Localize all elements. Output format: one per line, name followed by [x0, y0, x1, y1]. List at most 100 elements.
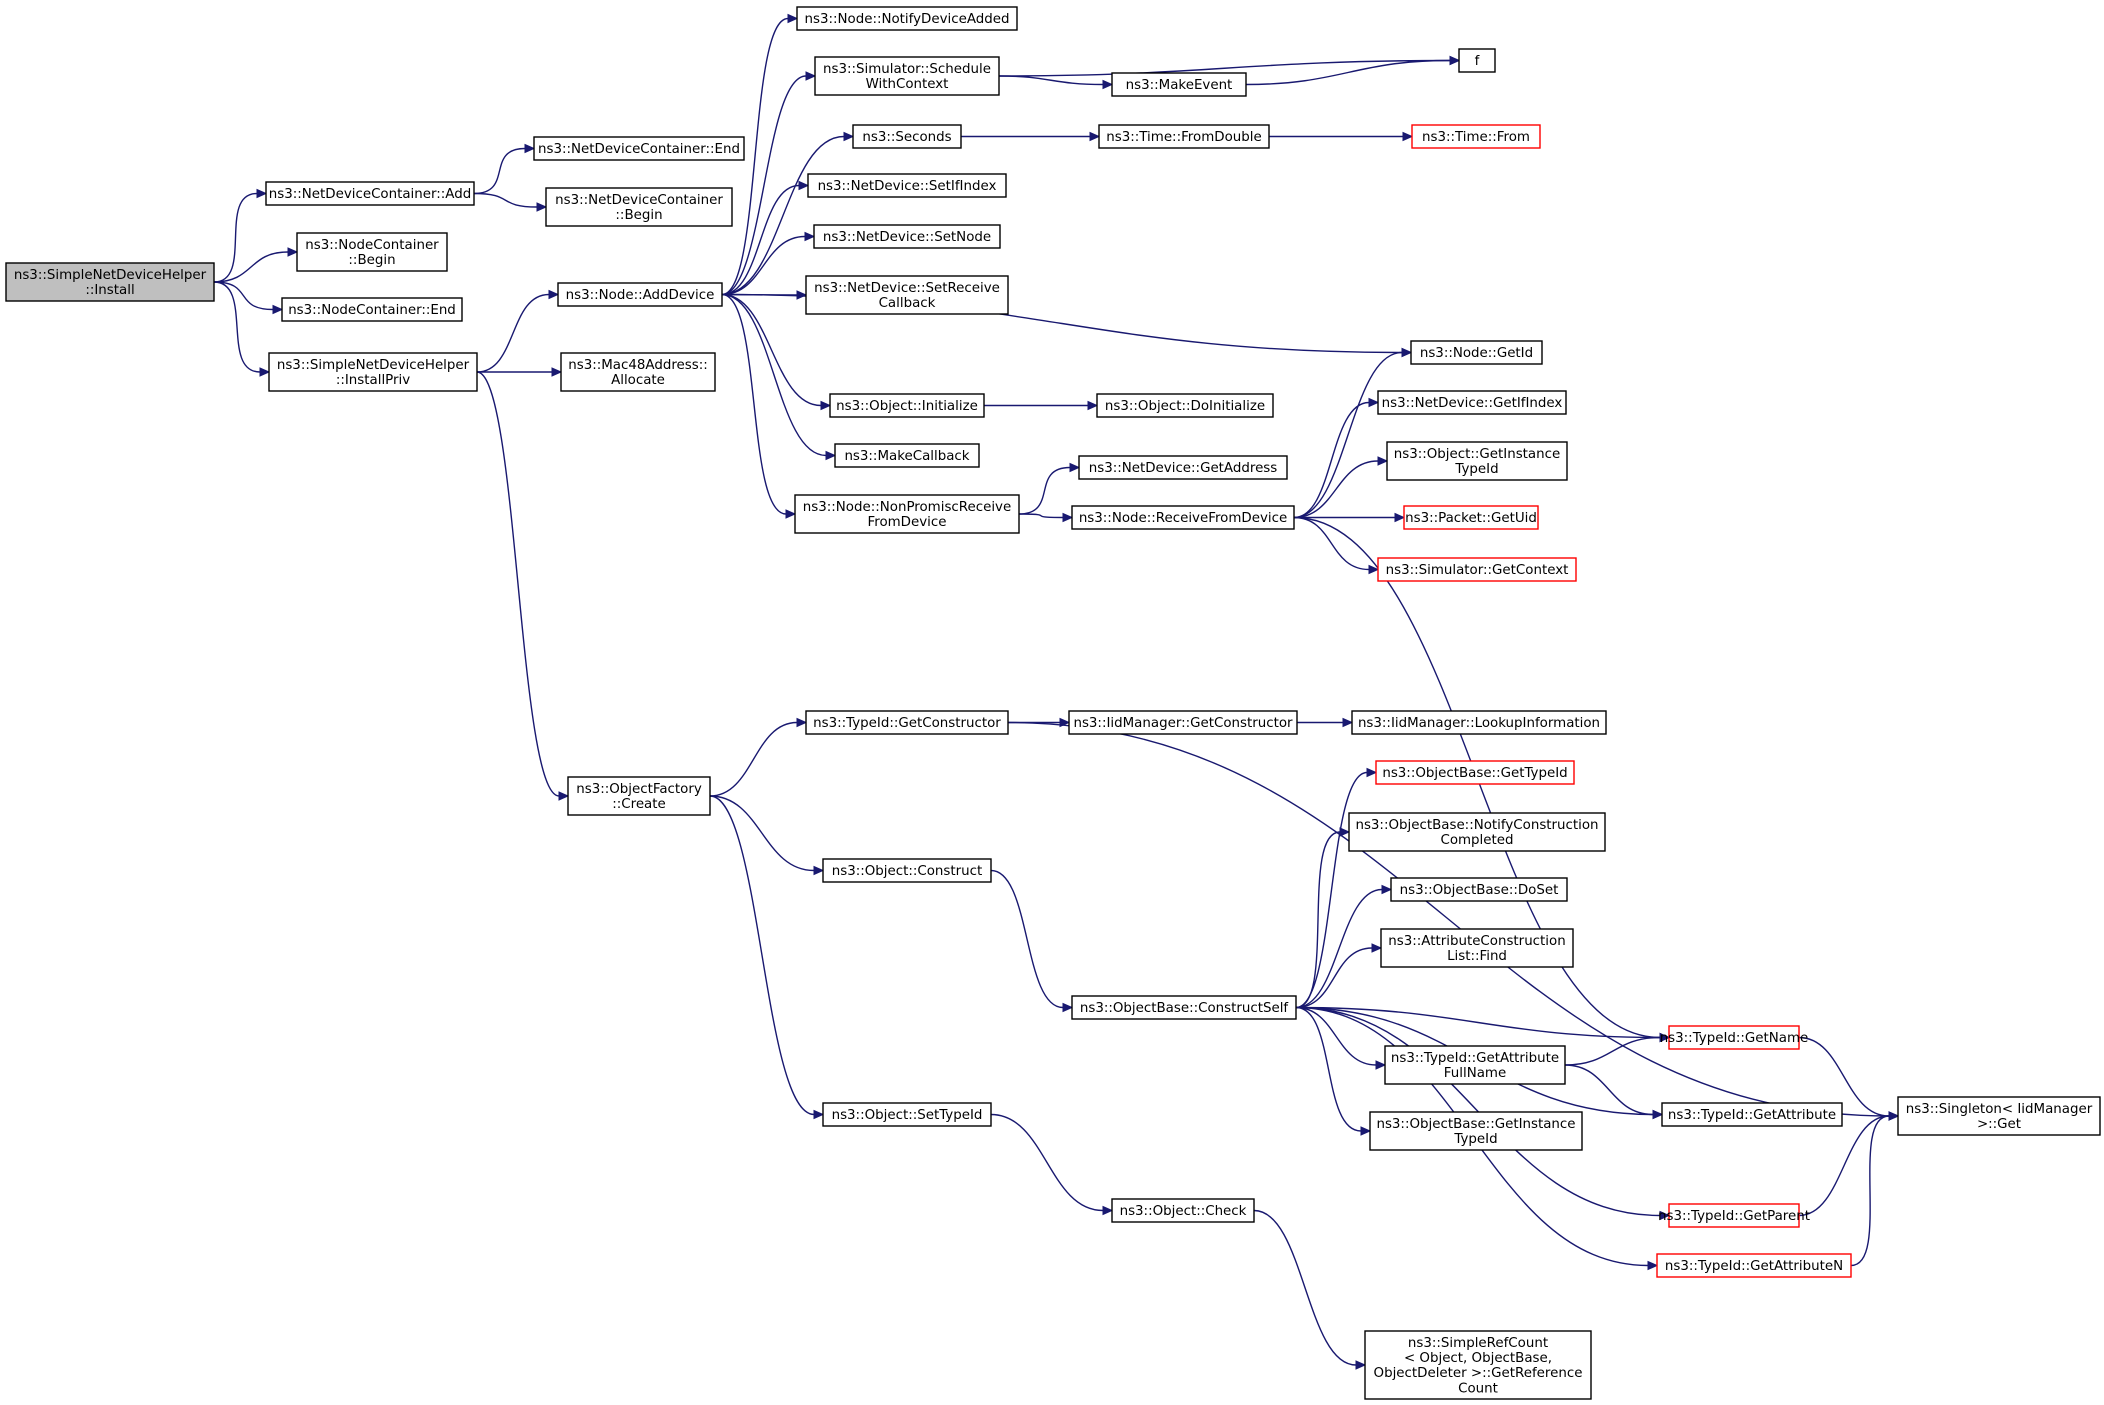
arrowhead [1659, 1032, 1671, 1043]
node-makecallback[interactable]: ns3::MakeCallback [834, 443, 980, 468]
edge-ndcadd-to-ndcend [473, 143, 536, 195]
node-box [1098, 124, 1270, 149]
node-timefrom[interactable]: ns3::Time::From [1411, 124, 1541, 149]
node-label: ns3::Object::Construct [832, 864, 983, 879]
edge-line [213, 281, 261, 373]
edge-line [998, 59, 1451, 77]
node-objcheck[interactable]: ns3::Object::Check [1111, 1198, 1255, 1223]
arrowhead [1062, 1002, 1074, 1013]
node-timefromdouble[interactable]: ns3::Time::FromDouble [1098, 124, 1270, 149]
node-label: ns3::ObjectBase::GetInstance [1376, 1117, 1575, 1132]
node-label: ns3::Packet::GetUid [1405, 511, 1537, 526]
node-simgetcontext[interactable]: ns3::Simulator::GetContext [1377, 557, 1577, 582]
node-recvfromdev[interactable]: ns3::Node::ReceiveFromDevice [1071, 505, 1295, 530]
node-setifindex[interactable]: ns3::NetDevice::SetIfIndex [807, 173, 1007, 198]
edge-line [1293, 401, 1370, 519]
node-ncend[interactable]: ns3::NodeContainer::End [281, 297, 463, 322]
edge-iidgetctor-to-iidlookup [1297, 717, 1354, 728]
node-tidgetparent[interactable]: ns3::TypeId::GetParent [1658, 1203, 1810, 1228]
node-box [822, 1102, 992, 1127]
edge-ndcadd-to-ndcbegin [473, 192, 548, 212]
arrowhead [1659, 1210, 1671, 1221]
node-notifyadded[interactable]: ns3::Node::NotifyDeviceAdded [796, 6, 1018, 31]
node-objinit[interactable]: ns3::Object::Initialize [829, 393, 985, 418]
node-root[interactable]: ns3::SimpleNetDeviceHelper::Install [5, 262, 215, 302]
edge-recvfromdev-to-getifindex [1293, 397, 1380, 519]
edge-objsettypeid-to-objcheck [990, 1113, 1114, 1216]
edge-line [1018, 466, 1071, 515]
node-pktgetuid[interactable]: ns3::Packet::GetUid [1403, 505, 1539, 530]
arrowhead [272, 304, 284, 315]
arrowhead [798, 180, 810, 191]
node-label: ns3::MakeEvent [1126, 78, 1233, 93]
node-box [268, 352, 478, 392]
arrowhead [256, 188, 268, 199]
node-box [1656, 1253, 1852, 1278]
edge-root-to-installpriv [213, 281, 271, 377]
node-f[interactable]: f [1458, 48, 1496, 73]
node-obdoset[interactable]: ns3::ObjectBase::DoSet [1390, 877, 1568, 902]
node-simplerefcount[interactable]: ns3::SimpleRefCount< Object, ObjectBase,… [1364, 1330, 1592, 1400]
node-box [1403, 505, 1539, 530]
node-label: ns3::SimpleRefCount [1408, 1336, 1548, 1351]
arrowhead [1888, 1111, 1900, 1121]
node-setnode[interactable]: ns3::NetDevice::SetNode [813, 224, 1001, 249]
node-singletonget[interactable]: ns3::Singleton< IidManager >::Get [1897, 1096, 2101, 1136]
node-obnotify[interactable]: ns3::ObjectBase::NotifyConstructionCompl… [1348, 812, 1606, 852]
node-box [1390, 877, 1568, 902]
node-ncbegin[interactable]: ns3::NodeContainer::Begin [296, 232, 448, 272]
arrowhead [1375, 1060, 1387, 1070]
node-tidgetattrn[interactable]: ns3::TypeId::GetAttributeN [1656, 1253, 1852, 1278]
arrowhead [1339, 827, 1351, 837]
node-installpriv[interactable]: ns3::SimpleNetDeviceHelper::InstallPriv [268, 352, 478, 392]
node-ndcbegin[interactable]: ns3::NetDeviceContainer::Begin [545, 187, 733, 227]
node-label: ns3::NodeContainer::End [288, 303, 456, 318]
node-nodegetid[interactable]: ns3::Node::GetId [1410, 340, 1543, 365]
node-objfactcreate[interactable]: ns3::ObjectFactory::Create [567, 776, 711, 816]
node-obgettypeid[interactable]: ns3::ObjectBase::GetTypeId [1375, 760, 1575, 785]
arrowhead [813, 865, 825, 876]
node-tidgetname[interactable]: ns3::TypeId::GetName [1660, 1025, 1809, 1050]
node-box [1377, 557, 1577, 582]
node-ndcend[interactable]: ns3::NetDeviceContainer::End [533, 136, 745, 161]
edge-line [709, 795, 815, 872]
node-box [822, 858, 992, 883]
node-box [805, 710, 1009, 735]
node-box [1661, 1102, 1843, 1127]
node-getifindex[interactable]: ns3::NetDevice::GetIfIndex [1377, 390, 1567, 415]
node-iidgetctor[interactable]: ns3::IidManager::GetConstructor [1068, 710, 1298, 735]
node-objconstruct[interactable]: ns3::Object::Construct [822, 858, 992, 883]
node-makeevent[interactable]: ns3::MakeEvent [1111, 72, 1247, 97]
node-objsettypeid[interactable]: ns3::Object::SetTypeId [822, 1102, 992, 1127]
arrowhead [287, 247, 299, 257]
edge-tidgetattrfull-to-tidgetname [1564, 1032, 1671, 1066]
node-tidgetctor[interactable]: ns3::TypeId::GetConstructor [805, 710, 1009, 735]
node-box [834, 443, 980, 468]
edge-line [1253, 1209, 1357, 1366]
node-objdoinit[interactable]: ns3::Object::DoInitialize [1096, 393, 1274, 418]
edge-line [998, 75, 1104, 86]
node-getaddress[interactable]: ns3::NetDevice::GetAddress [1078, 455, 1288, 480]
node-iidlookup[interactable]: ns3::IidManager::LookupInformation [1351, 710, 1607, 735]
node-label: ns3::NetDevice::GetAddress [1089, 461, 1278, 476]
node-box [281, 297, 463, 322]
node-tidgetattr[interactable]: ns3::TypeId::GetAttribute [1661, 1102, 1843, 1127]
node-ndcadd[interactable]: ns3::NetDeviceContainer::Add [265, 181, 475, 206]
node-box [829, 393, 985, 418]
node-box [1377, 390, 1567, 415]
edge-nodeadddevice-to-setifindex [721, 180, 810, 296]
node-label: ns3::Time::From [1422, 130, 1530, 145]
node-seconds[interactable]: ns3::Seconds [852, 124, 962, 149]
node-obconstructself[interactable]: ns3::ObjectBase::ConstructSelf [1071, 995, 1297, 1020]
node-mac48[interactable]: ns3::Mac48Address::Allocate [560, 352, 716, 392]
node-box [1071, 505, 1295, 530]
node-nodeadddevice[interactable]: ns3::Node::AddDevice [557, 282, 723, 307]
edge-nonpromisc-to-getaddress [1018, 462, 1081, 515]
